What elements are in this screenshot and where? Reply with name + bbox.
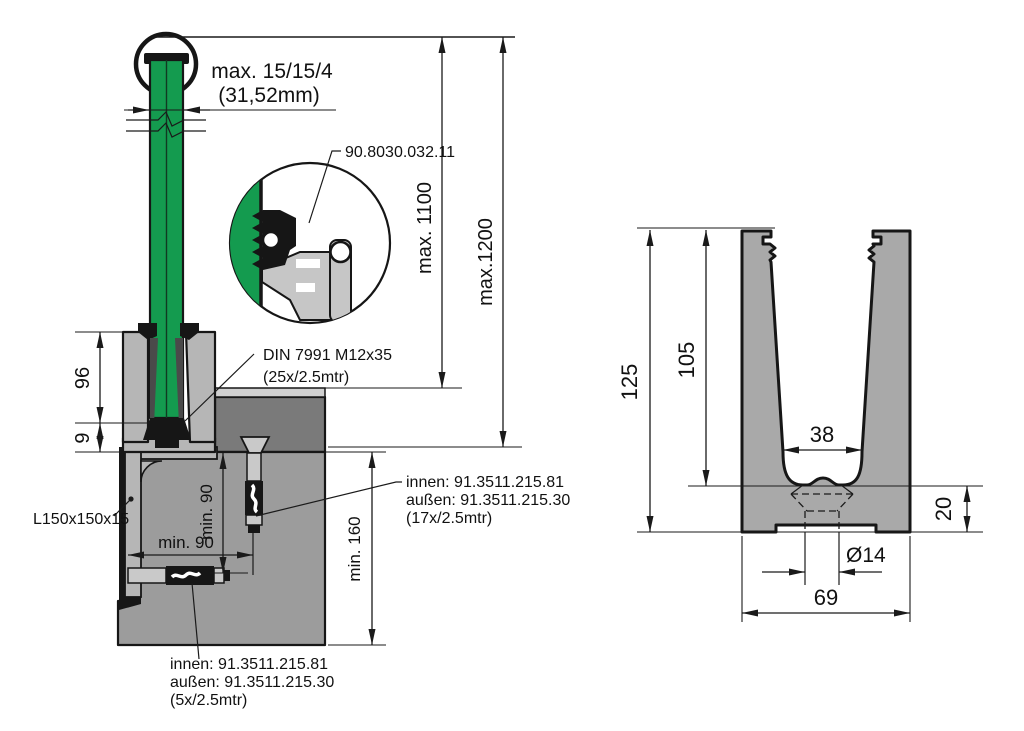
- dim-20-label: 20: [931, 497, 956, 521]
- anchor-h-slot: [170, 571, 202, 579]
- anchor-h-sleeve: [127, 567, 167, 584]
- angle-label: L150x150x15: [33, 511, 129, 528]
- leader-din-screw: [184, 353, 255, 422]
- dim-min90-vertical-label: min. 90: [197, 484, 216, 540]
- angle-fillet: [140, 460, 163, 483]
- right-view-section: 125 105 38 20 Ø14 69: [617, 227, 983, 622]
- profile-left-wall: [121, 330, 150, 444]
- anchor-bottom-label-line1: innen: 91.3511.215.81: [170, 656, 328, 673]
- anchor-h-tip: [224, 570, 230, 581]
- screw-label-line1: DIN 7991 M12x35: [263, 347, 392, 364]
- dim-125-label: 125: [617, 364, 642, 401]
- base-profile-left-view: [121, 323, 217, 454]
- leader-anchor-bottom: [191, 582, 200, 660]
- dim-min160-label: min. 160: [345, 516, 364, 581]
- dim-96-label: 96: [72, 367, 94, 389]
- profile-right-wall: [184, 330, 217, 444]
- countersunk-hole-hidden-lines: [790, 484, 854, 585]
- anchor-bottom-label-line3: (5x/2.5mtr): [170, 692, 247, 709]
- concrete-upstand: [213, 387, 327, 454]
- levelling-strip: [214, 387, 326, 398]
- dim-9-label: 9: [72, 432, 94, 443]
- break-lines: [126, 110, 206, 138]
- anchor-expansion-slot: [250, 483, 259, 514]
- anchor-side-label-line1: innen: 91.3511.215.81: [406, 474, 564, 491]
- dim-105-label: 105: [674, 342, 699, 379]
- leader-angle-label: [113, 496, 134, 517]
- anchor-shank: [246, 452, 262, 482]
- detail-circle: [228, 161, 392, 325]
- anchor-collar: [245, 514, 263, 526]
- screw-label-line2: (25x/2.5mtr): [263, 369, 349, 386]
- anchor-h-expansion: [166, 566, 214, 585]
- anchor-bolt-vertical: [239, 436, 271, 575]
- dim-max-1200-label: max.1200: [475, 218, 497, 306]
- concrete-slab: [116, 450, 327, 647]
- clamp-wedge-left: [150, 338, 158, 425]
- angle-outer-edge: [119, 447, 125, 600]
- anchor-side-label-line3: (17x/2.5mtr): [406, 510, 492, 527]
- leader-part-number: [308, 150, 341, 224]
- dim-max-1100-label: max. 1100: [414, 182, 436, 274]
- clamp-wedge-right: [175, 338, 183, 425]
- dim-38-label: 38: [810, 422, 834, 447]
- detail-pivot-hole: [262, 231, 280, 249]
- dim-69-label: 69: [814, 585, 838, 610]
- anchor-bottom-label-line2: außen: 91.3511.215.30: [170, 674, 334, 691]
- glass-size-label-line2: (31,52mm): [218, 84, 320, 107]
- detail-part-number-label: 90.8030.032.11: [345, 144, 455, 161]
- detail-bolt-head: [329, 240, 352, 264]
- dim-min90-horizontal-label: min. 90: [158, 533, 214, 552]
- anchor-bolt-horizontal: [127, 566, 230, 585]
- setting-block-foot: [155, 440, 179, 448]
- leader-anchor-side: [255, 481, 402, 517]
- profile-cross-section: [740, 229, 912, 534]
- anchor-side-label: innen: 91.3511.215.81 außen: 91.3511.215…: [406, 474, 570, 527]
- anchor-tip: [248, 525, 260, 533]
- top-gasket-right: [180, 323, 199, 340]
- left-view-section: max. 15/15/4 (31,52mm) 90.8030.032.11 ma…: [33, 31, 570, 709]
- detail-slot-1: [296, 259, 320, 268]
- detail-slot-2: [296, 283, 315, 292]
- top-gasket-left: [138, 323, 157, 340]
- anchor-side-label-line2: außen: 91.3511.215.30: [406, 492, 570, 509]
- angle-bottom-wedge: [119, 597, 141, 610]
- dim-d14-label: Ø14: [846, 544, 886, 567]
- setting-block: [143, 418, 191, 440]
- upstand-body: [213, 395, 327, 454]
- anchor-bottom-label: innen: 91.3511.215.81 außen: 91.3511.215…: [170, 656, 334, 709]
- glass-size-label-line1: max. 15/15/4: [211, 60, 333, 83]
